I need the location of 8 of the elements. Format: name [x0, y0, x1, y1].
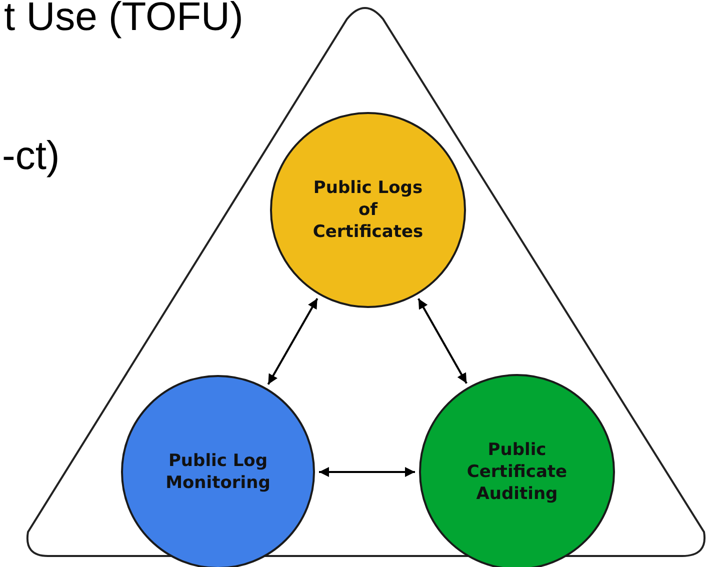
double-arrow [418, 298, 468, 384]
node-label: Public Log Monitoring [164, 450, 272, 494]
node-label: Public Certificate Auditing [466, 438, 568, 506]
node-label: Public Logs of Certificates [312, 176, 424, 244]
slide-text: t Use (TOFU) [4, 0, 244, 40]
double-arrow [267, 298, 318, 385]
slide-text: -ct) [2, 133, 60, 180]
double-arrow [319, 467, 415, 477]
